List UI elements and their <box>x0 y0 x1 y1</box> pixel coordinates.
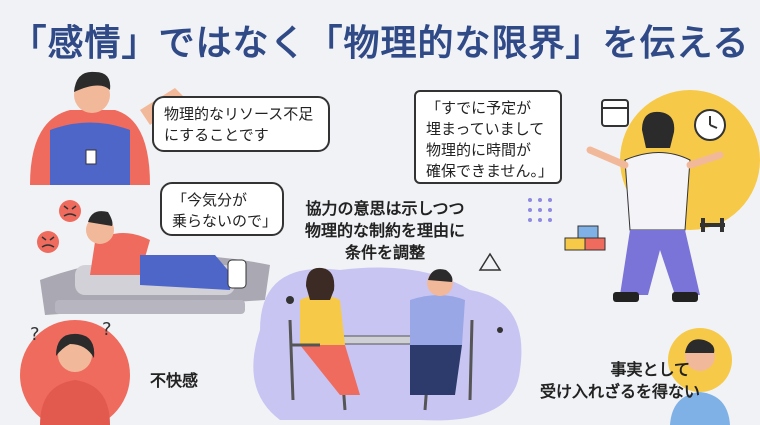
caption-line: 受け入れざるを得ない <box>540 382 701 401</box>
caption-line: 協力の意思は示しつつ <box>305 199 465 218</box>
bubble-line: 埋まっていまして <box>426 120 545 138</box>
meeting-scene <box>253 252 522 421</box>
reclining-person-on-sofa <box>40 211 270 315</box>
bubble-line: 物理的なリソース不足 <box>164 105 314 123</box>
center-caption: 協力の意思は示しつつ 物理的な制約を理由に 条件を調整 <box>280 198 490 264</box>
worried-woman <box>20 320 130 425</box>
speech-bubble-schedule: 「すでに予定が 埋まっていまして 物理的に時間が 確保できません。」 <box>414 90 562 184</box>
bubble-line: 乗らないので」 <box>172 212 278 230</box>
caption-line: 条件を調整 <box>344 243 425 262</box>
dot-grid <box>528 198 552 222</box>
speech-bubble-resource: 物理的なリソース不足 にすることです <box>152 96 330 152</box>
page-title: 「感情」ではなく「物理的な限界」を伝える <box>10 23 750 64</box>
bubble-line: 物理的に時間が <box>426 141 532 159</box>
caption-line: 物理的な制約を理由に <box>304 221 465 240</box>
svg-text:?: ? <box>30 324 40 345</box>
presenter-figure <box>30 71 185 185</box>
bubble-line: 確保できません。」 <box>426 162 554 180</box>
speech-bubble-mood: 「今気分が 乗らないので」 <box>160 182 284 236</box>
angry-face-icons <box>37 200 81 253</box>
bubble-line: 「今気分が <box>172 191 248 209</box>
bottom-right-caption: 事実として 受け入れざるを得ない <box>540 359 701 403</box>
right-person-figure <box>564 90 760 302</box>
svg-text:?: ? <box>102 319 112 340</box>
bubble-line: 「すでに予定が <box>426 99 532 117</box>
bubble-line: にすることです <box>164 126 269 144</box>
bottom-right-man <box>668 328 732 425</box>
caption-line: 事実として <box>610 360 690 379</box>
discomfort-label: 不快感 <box>150 371 199 390</box>
